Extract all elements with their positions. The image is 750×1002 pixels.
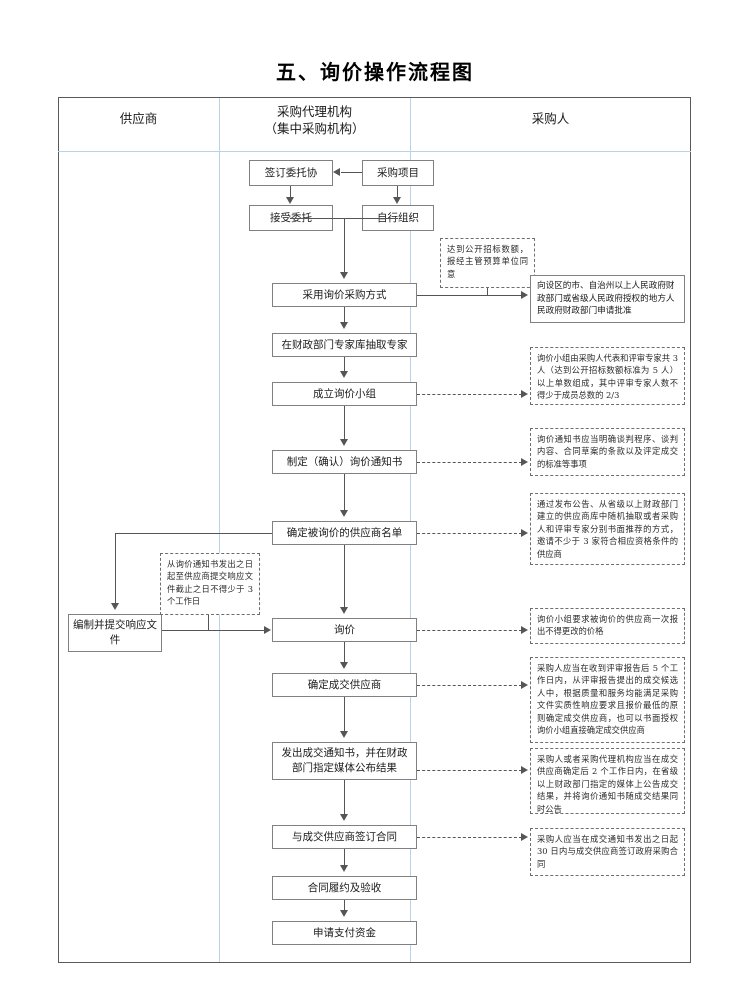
dash-winner-to-note bbox=[417, 685, 522, 686]
connector-item-to-self bbox=[397, 186, 399, 198]
connector-experts-to-group bbox=[344, 357, 346, 372]
arrow-group-to-note bbox=[521, 390, 528, 398]
node-make-notice[interactable]: 制定（确认）询价通知书 bbox=[272, 450, 417, 474]
connector-issue-to-contract bbox=[344, 780, 346, 814]
note-invite: 通过发布公告、从省级以上财政部门建立的供应商库中随机抽取或者采购人和评审专家分别… bbox=[530, 493, 685, 565]
connector-threshold-drop bbox=[487, 288, 489, 296]
connector-3days-drop bbox=[208, 615, 210, 631]
node-procurement-item[interactable]: 采购项目 bbox=[362, 160, 434, 186]
arrow-perform-to-payment bbox=[340, 910, 348, 917]
node-inquiry[interactable]: 询价 bbox=[272, 618, 417, 642]
node-draw-experts[interactable]: 在财政部门专家库抽取专家 bbox=[272, 333, 417, 357]
arrow-winner-to-note bbox=[521, 681, 528, 689]
arrow-inquiry-to-winner bbox=[340, 662, 348, 669]
connector-group-to-notice bbox=[344, 406, 346, 440]
arrow-notice-to-note bbox=[521, 458, 528, 466]
connector-notice-to-list bbox=[344, 474, 346, 510]
arrow-winner-to-issue bbox=[340, 731, 348, 738]
arrow-issue-to-contract bbox=[340, 814, 348, 821]
arrow-contract-to-perform bbox=[340, 865, 348, 872]
arrow-inquiry-to-note bbox=[521, 626, 528, 634]
connector-winner-to-issue bbox=[344, 697, 346, 731]
column-divider-1 bbox=[219, 98, 220, 962]
node-adopt-inquiry[interactable]: 采用询价采购方式 bbox=[272, 283, 417, 307]
arrow-item-to-sign bbox=[333, 168, 340, 176]
header-separator bbox=[58, 151, 691, 152]
dash-notice-to-note bbox=[417, 462, 522, 463]
arrow-adopt-to-experts bbox=[340, 322, 348, 329]
connector-perform-to-payment bbox=[344, 900, 346, 910]
column-header-supplier: 供应商 bbox=[119, 111, 158, 126]
connector-inquiry-to-winner bbox=[344, 642, 346, 662]
note-notice: 询价通知书应当明确谈判程序、谈判内容、合同草案的条款以及评定成交的标准等事项 bbox=[530, 428, 685, 476]
node-supplier-list[interactable]: 确定被询价的供应商名单 bbox=[272, 521, 417, 545]
note-approval-box: 向设区的市、自治州以上人民政府财政部门或省级人民政府授权的地方人民政府财政部门申… bbox=[530, 275, 685, 323]
node-form-group[interactable]: 成立询价小组 bbox=[272, 382, 417, 406]
node-determine-winner[interactable]: 确定成交供应商 bbox=[272, 673, 417, 697]
arrow-item-to-self bbox=[393, 197, 401, 204]
arrow-notice-to-list bbox=[340, 510, 348, 517]
node-sign-entrust[interactable]: 签订委托协 bbox=[249, 160, 333, 186]
note-3days: 从询价通知书发出之日起至供应商提交响应文件截止之日不得少于 3 个工作日 bbox=[160, 553, 260, 615]
arrow-list-to-note bbox=[521, 529, 528, 537]
page-title: 五、询价操作流程图 bbox=[276, 60, 474, 84]
connector-left-drop bbox=[115, 533, 117, 603]
dash-list-to-note bbox=[417, 533, 522, 534]
node-perform-accept[interactable]: 合同履约及验收 bbox=[272, 876, 417, 900]
column-header-agency-line1: 采购代理机构 bbox=[276, 104, 352, 119]
connector-merge-to-adopt bbox=[344, 218, 346, 273]
node-sign-contract[interactable]: 与成交供应商签订合同 bbox=[272, 825, 417, 849]
connector-item-to-sign bbox=[341, 172, 362, 174]
arrow-prepare-to-inquiry bbox=[264, 626, 271, 634]
note-group: 询价小组由采购人代表和评审专家共 3 人（达到公开招标数额标准为 5 人）以上单… bbox=[530, 347, 685, 405]
connector-sign-to-accept bbox=[290, 186, 292, 198]
arrow-adopt-to-approval bbox=[521, 291, 528, 299]
column-header-agency: 采购代理机构 （集中采购机构） bbox=[219, 103, 410, 137]
note-30days: 采购人应当在成交通知书发出之日起 30 日内与成交供应商签订政府采购合同 bbox=[530, 828, 685, 876]
dash-issue-to-note bbox=[417, 770, 522, 771]
dash-inquiry-to-note bbox=[417, 630, 522, 631]
arrow-left-to-prepare bbox=[111, 603, 119, 610]
arrow-merge-to-adopt bbox=[340, 272, 348, 279]
note-5days: 采购人应当在收到评审报告后 5 个工作日内，从评审报告提出的成交候选人中，根据质… bbox=[530, 657, 685, 743]
column-header-agency-line2: （集中采购机构） bbox=[264, 121, 365, 136]
note-threshold: 达到公开招标数额，报经主管预算单位同意 bbox=[440, 238, 535, 288]
note-onceprice: 询价小组要求被询价的供应商一次报出不得更改的价格 bbox=[530, 608, 685, 644]
connector-contract-to-perform bbox=[344, 849, 346, 865]
connector-adopt-to-experts bbox=[344, 307, 346, 323]
node-apply-payment[interactable]: 申请支付资金 bbox=[272, 921, 417, 945]
arrow-contract-to-note bbox=[521, 833, 528, 841]
connector-list-to-left bbox=[115, 533, 272, 535]
dash-contract-to-note bbox=[417, 837, 522, 838]
node-prepare-response[interactable]: 编制并提交响应文件 bbox=[68, 614, 162, 652]
connector-prepare-to-inquiry bbox=[162, 630, 265, 632]
connector-list-to-inquiry bbox=[344, 545, 346, 607]
arrow-issue-to-note bbox=[521, 766, 528, 774]
arrow-sign-to-accept bbox=[286, 197, 294, 204]
node-issue-notice[interactable]: 发出成交通知书，并在财政部门指定媒体公布结果 bbox=[272, 742, 417, 780]
connector-adopt-to-approval bbox=[417, 295, 522, 297]
dash-group-to-note bbox=[417, 394, 522, 395]
column-header-purchaser: 采购人 bbox=[531, 111, 570, 126]
arrow-group-to-notice bbox=[340, 439, 348, 446]
arrow-experts-to-group bbox=[340, 371, 348, 378]
arrow-list-to-inquiry bbox=[340, 607, 348, 614]
note-2days: 采购人或者采购代理机构应当在成交供应商确定后 2 个工作日内，在省级以上财政部门… bbox=[530, 748, 685, 814]
